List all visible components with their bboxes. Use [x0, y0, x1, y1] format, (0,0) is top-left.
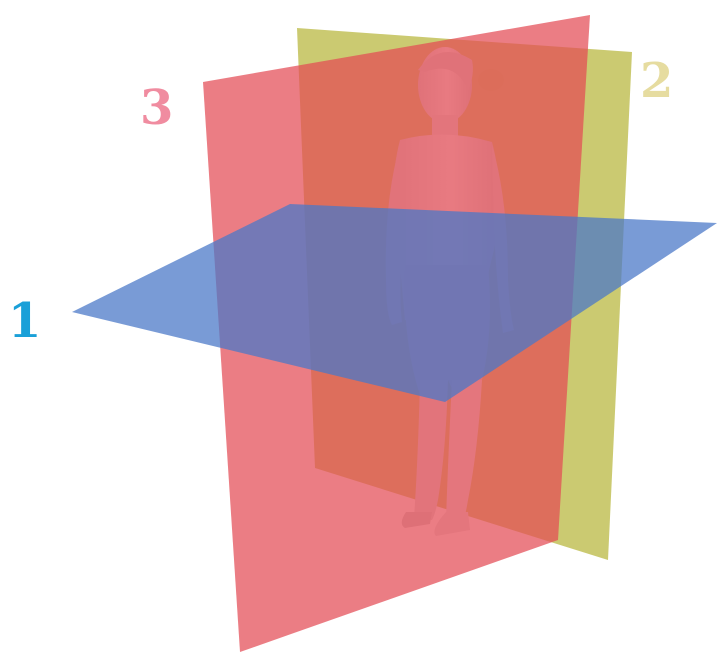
plane-label-1: 1 [8, 297, 41, 345]
plane-label-2: 2 [640, 57, 673, 105]
transverse-plane [72, 204, 717, 402]
plane-label-3: 3 [140, 84, 173, 132]
